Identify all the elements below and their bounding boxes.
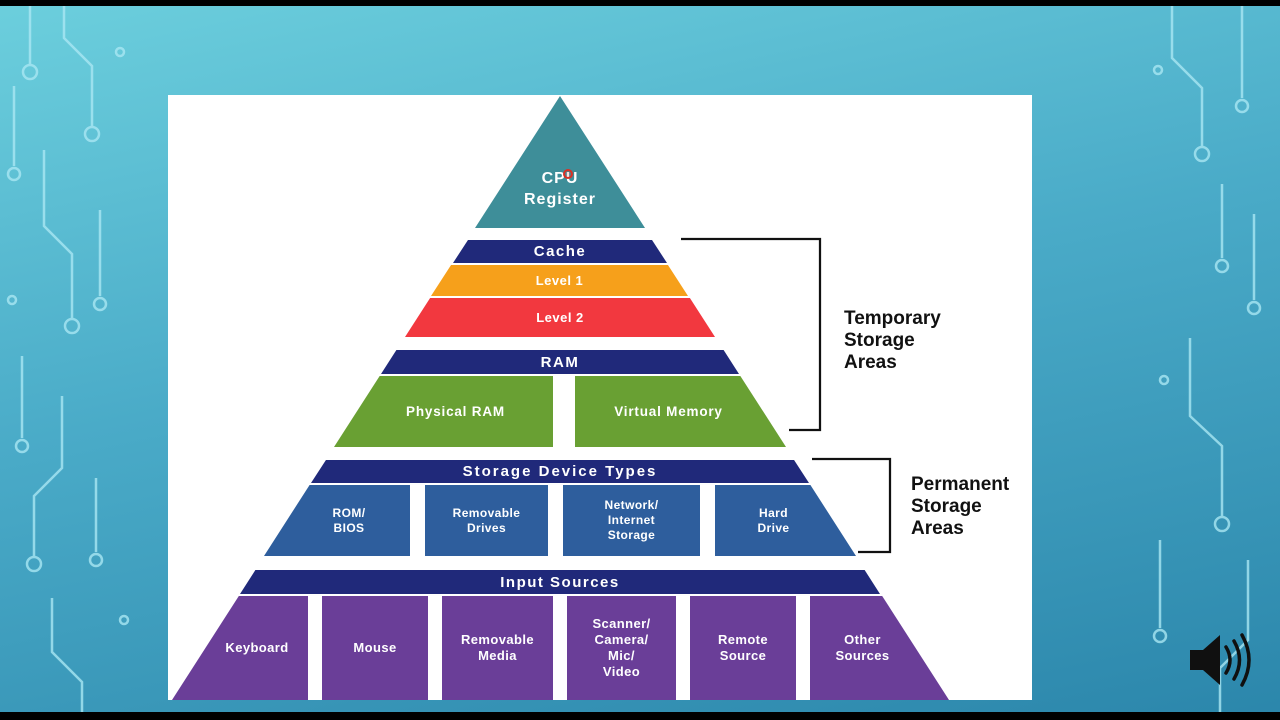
cache-label: Cache bbox=[533, 243, 587, 260]
cache-level2-band: Level 2 bbox=[405, 298, 715, 337]
circuit-decoration-right bbox=[1152, 0, 1262, 720]
network-internet-storage-label: Network/ Internet Storage bbox=[604, 498, 659, 542]
storage-row: ROM/ BIOS Removable Drives Network/ Inte… bbox=[264, 485, 856, 556]
circuit-decoration-left bbox=[6, 0, 130, 720]
red-dot-marker bbox=[563, 169, 573, 179]
scanner-camera-mic-video-label: Scanner/ Camera/ Mic/ Video bbox=[592, 616, 651, 679]
network-internet-storage-box: Network/ Internet Storage bbox=[563, 485, 700, 556]
temporary-storage-areas-label: Temporary Storage Areas bbox=[844, 308, 941, 373]
ram-label: RAM bbox=[540, 353, 580, 371]
other-sources-label: Other Sources bbox=[835, 632, 890, 663]
keyboard-label: Keyboard bbox=[225, 640, 289, 655]
input-sources-label: Input Sources bbox=[500, 573, 620, 591]
cache-band: Cache bbox=[453, 240, 667, 263]
letterbox-bottom bbox=[0, 712, 1280, 720]
physical-ram-box: Physical RAM bbox=[334, 376, 553, 447]
remote-source-box: Remote Source bbox=[690, 596, 796, 700]
cache-level1-band: Level 1 bbox=[431, 265, 688, 296]
level2-label: Level 2 bbox=[536, 310, 584, 325]
cpu-register-label: CPU Register bbox=[523, 170, 597, 208]
virtual-memory-label: Virtual Memory bbox=[614, 404, 723, 419]
input-sources-band: Input Sources bbox=[240, 570, 880, 594]
removable-drives-label: Removable Drives bbox=[452, 505, 521, 535]
speaker-icon[interactable] bbox=[1188, 630, 1260, 690]
permanent-storage-areas-label: Permanent Storage Areas bbox=[911, 474, 1010, 539]
level1-label: Level 1 bbox=[535, 273, 584, 288]
hard-drive-label: Hard Drive bbox=[757, 505, 790, 535]
physical-ram-label: Physical RAM bbox=[406, 404, 505, 419]
ram-band: RAM bbox=[381, 350, 739, 374]
letterbox-top bbox=[0, 0, 1280, 6]
ram-row: Physical RAM Virtual Memory bbox=[334, 376, 786, 447]
scanner-camera-mic-video-box: Scanner/ Camera/ Mic/ Video bbox=[567, 596, 676, 700]
rom-bios-box: ROM/ BIOS bbox=[264, 485, 410, 556]
input-row: Keyboard Mouse Removable Media Scanner/ … bbox=[172, 596, 949, 700]
mouse-box: Mouse bbox=[322, 596, 428, 700]
removable-media-label: Removable Media bbox=[461, 632, 534, 663]
removable-drives-box: Removable Drives bbox=[425, 485, 548, 556]
rom-bios-label: ROM/ BIOS bbox=[332, 505, 366, 535]
remote-source-label: Remote Source bbox=[717, 632, 769, 663]
storage-device-types-label: Storage Device Types bbox=[462, 463, 658, 480]
removable-media-box: Removable Media bbox=[442, 596, 553, 700]
mouse-label: Mouse bbox=[353, 640, 397, 655]
storage-device-types-band: Storage Device Types bbox=[311, 460, 809, 483]
